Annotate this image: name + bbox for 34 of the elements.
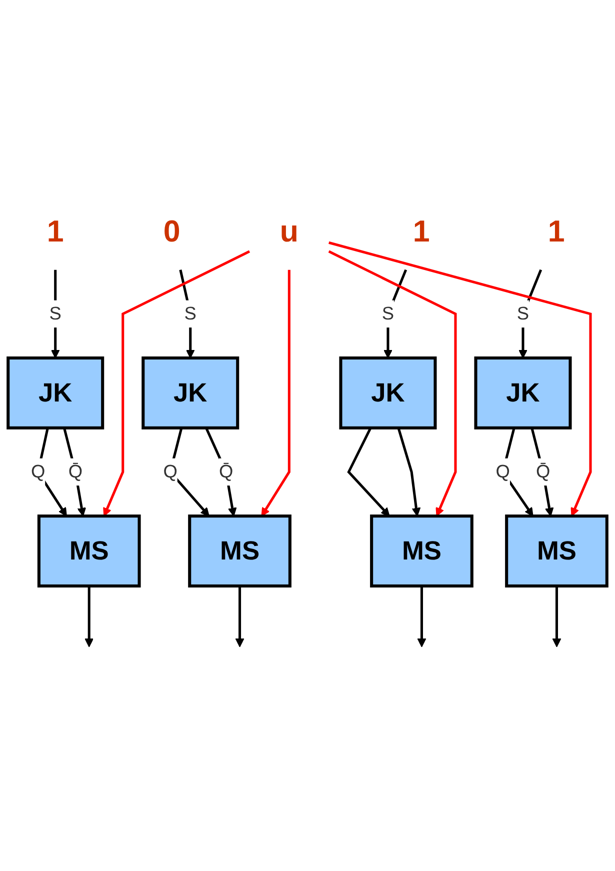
edge-label: Q̄ — [68, 461, 83, 482]
arrow — [530, 428, 554, 516]
node-box: MS — [37, 514, 141, 588]
node-box: JK — [339, 356, 437, 430]
arrow — [552, 586, 562, 648]
arrow — [261, 270, 290, 516]
arrow — [328, 250, 457, 516]
arrow — [417, 586, 426, 648]
edge-label: Q — [163, 461, 178, 482]
arrow — [235, 586, 244, 648]
edge-label: S — [49, 303, 62, 324]
edge-label: S — [516, 303, 530, 324]
edge-label: Q — [496, 461, 510, 482]
node-box: MS — [370, 514, 474, 588]
node-text: 1 — [412, 215, 430, 249]
arrow — [205, 427, 237, 516]
node-box: JK — [474, 356, 572, 430]
edge-label: Q̄ — [536, 461, 550, 482]
edge-label: Q — [31, 461, 46, 482]
edge-label: S — [184, 303, 196, 324]
node-box: JK — [142, 356, 240, 430]
arrow — [397, 428, 421, 516]
edge-label: Q̄ — [218, 461, 234, 482]
node-box: MS — [505, 514, 608, 588]
edge-label: S — [382, 303, 394, 324]
node-text: 0 — [163, 215, 180, 249]
node-box: JK — [6, 356, 104, 430]
node-text: 1 — [46, 215, 64, 249]
arrow — [347, 427, 390, 516]
arrow — [84, 586, 94, 648]
node-text: u — [280, 215, 298, 249]
node-box: MS — [188, 514, 292, 588]
node-text: 1 — [548, 215, 565, 249]
arrow — [63, 428, 86, 516]
